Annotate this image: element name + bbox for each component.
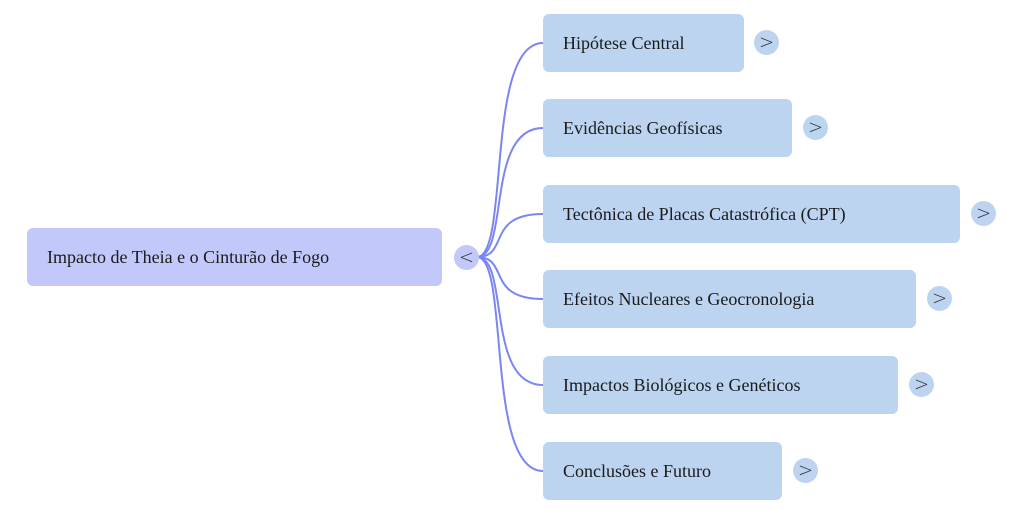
child-node-evidencias-geofisicas[interactable]: Evidências Geofísicas (543, 99, 792, 157)
root-node[interactable]: Impacto de Theia e o Cinturão de Fogo (27, 228, 442, 286)
expand-toggle-button[interactable]: > (909, 372, 934, 397)
child-node-label: Efeitos Nucleares e Geocronologia (563, 288, 815, 309)
child-node-label: Hipótese Central (563, 32, 685, 53)
expand-toggle-button[interactable]: > (793, 458, 818, 483)
connector-line (476, 256, 544, 472)
expand-toggle-button[interactable]: > (754, 30, 779, 55)
child-node-conclusoes-e-futuro[interactable]: Conclusões e Futuro (543, 442, 782, 500)
expand-toggle-button[interactable]: > (971, 201, 996, 226)
chevron-right-icon: > (758, 30, 775, 54)
chevron-right-icon: > (913, 372, 930, 396)
child-node-label: Tectônica de Placas Catastrófica (CPT) (563, 203, 846, 224)
child-node-label: Impactos Biológicos e Genéticos (563, 374, 801, 395)
expand-toggle-button[interactable]: > (927, 286, 952, 311)
collapse-toggle-button[interactable]: < (454, 245, 479, 270)
root-node-label: Impacto de Theia e o Cinturão de Fogo (47, 246, 330, 267)
expand-toggle-button[interactable]: > (803, 115, 828, 140)
chevron-right-icon: > (931, 286, 948, 310)
connector-line (476, 127, 544, 258)
child-node-hipotese-central[interactable]: Hipótese Central (543, 14, 744, 72)
chevron-right-icon: > (807, 115, 824, 139)
chevron-right-icon: > (975, 201, 992, 225)
connector-line (476, 42, 544, 258)
chevron-left-icon: < (458, 245, 475, 269)
chevron-right-icon: > (797, 458, 814, 482)
connector-line (476, 256, 544, 386)
child-node-label: Evidências Geofísicas (563, 117, 723, 138)
connector-line (476, 256, 544, 300)
child-node-label: Conclusões e Futuro (563, 460, 711, 481)
child-node-tectonica-de-placas[interactable]: Tectônica de Placas Catastrófica (CPT) (543, 185, 960, 243)
connector-line (476, 213, 544, 258)
child-node-impactos-biologicos[interactable]: Impactos Biológicos e Genéticos (543, 356, 898, 414)
child-node-efeitos-nucleares[interactable]: Efeitos Nucleares e Geocronologia (543, 270, 916, 328)
